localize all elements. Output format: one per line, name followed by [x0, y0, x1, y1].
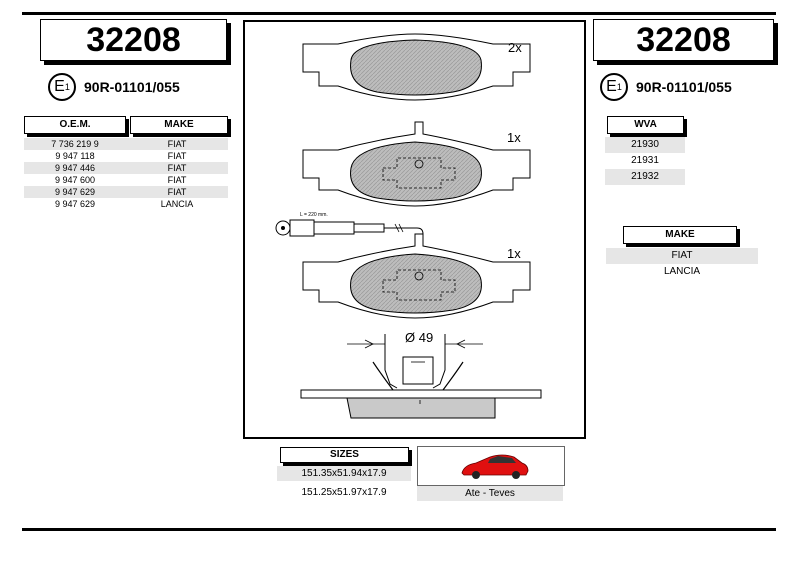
pad-view-3 [302, 233, 531, 319]
diameter-label: Ø 49 [405, 330, 433, 345]
wva-cell: 21930 [605, 137, 685, 153]
bottom-rule [22, 528, 776, 531]
make-header-left: MAKE [130, 116, 228, 134]
sizes-header: SIZES [280, 447, 409, 463]
make-header-right: MAKE [623, 226, 737, 244]
oem-cell: 9 947 446 [24, 162, 126, 174]
brake-pad-drawing: 2x 1x L = 220 mm. 1x [275, 33, 542, 419]
make-cell: FIAT [167, 175, 187, 185]
caliper-label: Ate - Teves [417, 486, 563, 501]
oem-cell: 9 947 629 [24, 186, 126, 198]
oem-cell: 9 947 629 [54, 199, 96, 209]
qty-top: 2x [508, 40, 522, 55]
wva-cell: 21932 [605, 169, 685, 185]
size-cell: 151.35x51.94x17.9 [277, 466, 411, 481]
make-cell: FIAT [126, 186, 228, 198]
certification-code: 90R-01101/055 [84, 79, 180, 95]
make-cell: LANCIA [160, 199, 194, 209]
pad-view-2 [302, 121, 531, 207]
side-view [300, 334, 542, 419]
make-cell: FIAT [126, 162, 228, 174]
wva-cell: 21931 [631, 155, 659, 166]
car-icon [461, 454, 529, 479]
oem-header: O.E.M. [24, 116, 126, 134]
certification-code: 90R-01101/055 [636, 79, 732, 95]
qty-middle: 1x [507, 130, 521, 145]
car-image-box [417, 446, 565, 486]
part-number-right: 32208 [593, 19, 774, 61]
wva-header: WVA [607, 116, 684, 134]
top-rule [22, 12, 776, 15]
oem-cell: 7 736 219 9 [24, 138, 126, 150]
oem-cell: 9 947 600 [54, 175, 96, 185]
qty-bottom: 1x [507, 246, 521, 261]
size-cell: 151.25x51.97x17.9 [301, 487, 387, 498]
technical-drawing: 2x 1x L = 220 mm. 1x [243, 20, 586, 439]
make-cell: FIAT [167, 151, 187, 161]
pad-view-1 [302, 33, 531, 101]
oem-cell: 9 947 118 [55, 151, 95, 161]
make-cell: FIAT [126, 138, 228, 150]
make-cell: FIAT [606, 248, 758, 264]
part-number-left: 32208 [40, 19, 227, 61]
wear-sensor [275, 219, 424, 258]
make-cell: LANCIA [663, 266, 701, 277]
sensor-length: L = 220 mm. [300, 212, 328, 218]
